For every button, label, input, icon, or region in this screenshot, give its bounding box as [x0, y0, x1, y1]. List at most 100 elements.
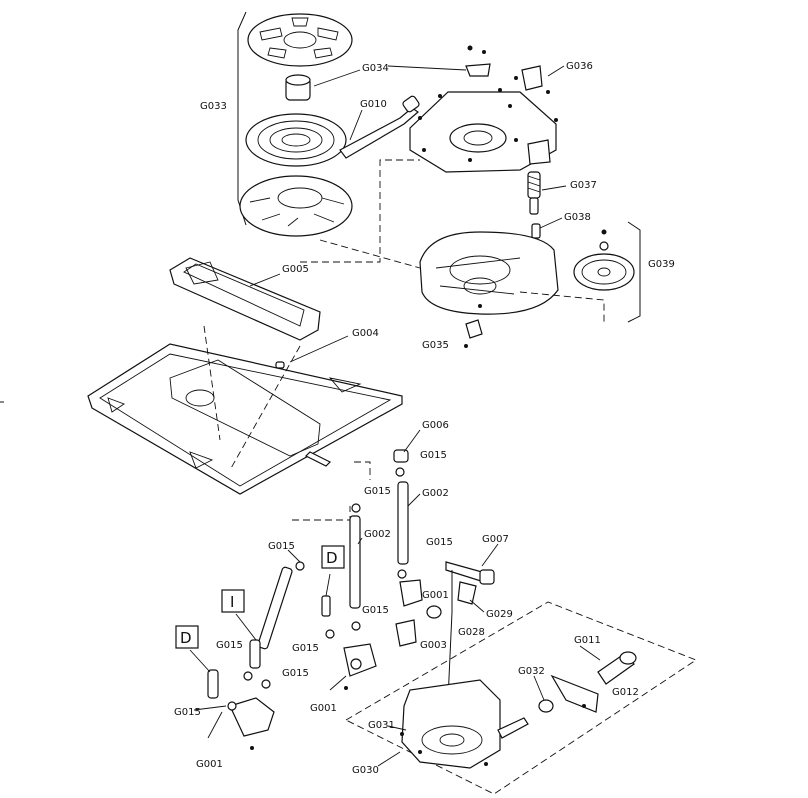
middle-tube	[349, 515, 361, 609]
pump-housing	[419, 231, 559, 315]
g038-leader	[539, 217, 563, 229]
g032-leader	[533, 675, 545, 701]
connector-3	[519, 291, 605, 322]
small-clip	[275, 361, 285, 369]
label-g004: G004	[352, 328, 379, 339]
cover-screws	[418, 45, 558, 162]
sump-housing	[400, 679, 529, 769]
label-g015-i: G015	[174, 707, 201, 718]
g002-leader-right	[407, 493, 421, 507]
label-g005: G005	[282, 264, 309, 275]
label-g035: G035	[422, 340, 449, 351]
label-g031: G031	[368, 720, 395, 731]
label-g033: G033	[200, 101, 227, 112]
label-g032: G032	[518, 666, 545, 677]
filter-panel	[169, 257, 321, 341]
g010-leader	[349, 109, 363, 141]
heating-element	[245, 95, 420, 167]
drain-hose	[597, 651, 637, 685]
long-hose	[447, 570, 453, 701]
g039-bracket	[627, 221, 641, 323]
d-box-mid	[321, 545, 345, 569]
mid-clamp-top	[351, 503, 361, 513]
filter-cup	[538, 699, 554, 713]
d-plug-left	[207, 669, 219, 699]
label-g002-mid: G002	[364, 529, 391, 540]
sump-dashed-box	[345, 601, 697, 795]
short-clamp	[243, 671, 253, 681]
d-box-mid-text: D	[326, 549, 338, 567]
g034-leader-left	[313, 69, 361, 87]
left-clamp-top	[295, 561, 305, 571]
label-g015-g: G015	[216, 640, 243, 651]
g006-leader	[403, 429, 421, 453]
label-g015-b: G015	[364, 486, 391, 497]
left-tube	[257, 566, 293, 650]
connector-4	[354, 461, 371, 480]
label-g003: G003	[420, 640, 447, 651]
label-g001-mid: G001	[310, 703, 337, 714]
g004-leader	[289, 335, 349, 363]
label-g030: G030	[352, 765, 379, 776]
g001-leader-mid	[329, 675, 347, 691]
tub	[87, 343, 403, 495]
g034-leader-right	[387, 65, 467, 71]
label-g015-c: G015	[268, 541, 295, 552]
i-leader	[235, 613, 257, 641]
label-g011: G011	[574, 635, 601, 646]
i-box	[221, 589, 245, 613]
i-box-text: I	[230, 593, 234, 611]
pump-cover	[409, 63, 557, 173]
label-g037: G037	[570, 180, 597, 191]
g031-leader	[387, 725, 407, 731]
label-g028: G028	[458, 627, 485, 638]
right-tube	[397, 481, 409, 565]
mid-clamp-left	[325, 629, 335, 639]
label-g015-a: G015	[420, 450, 447, 461]
g015-leader-left	[287, 549, 301, 563]
label-g015-d: G015	[426, 537, 453, 548]
spring	[527, 171, 541, 215]
g011-leader	[579, 645, 601, 661]
g036-leader	[547, 65, 565, 77]
label-g015-e: G015	[362, 605, 389, 616]
spray-hub	[285, 74, 311, 101]
label-g015-f: G015	[292, 643, 319, 654]
label-g001-left: G001	[196, 759, 223, 770]
g001-leader-left	[207, 711, 223, 739]
g029-leader	[469, 599, 485, 613]
d-box-left	[175, 625, 199, 649]
d-box-left-text: D	[180, 629, 192, 647]
short-clamp-2	[261, 679, 271, 689]
short-tube	[249, 639, 261, 669]
label-g007: G007	[482, 534, 509, 545]
valve-right	[395, 579, 442, 647]
mount-bracket	[464, 319, 483, 348]
label-g010: G010	[360, 99, 387, 110]
d-left-leader	[189, 649, 211, 673]
base-disc	[239, 175, 353, 237]
bracket-arm	[550, 674, 599, 713]
g007-leader	[481, 543, 499, 567]
g002-leader-mid	[357, 537, 363, 545]
g015-leader-bl	[193, 705, 227, 711]
connector-1	[300, 159, 420, 263]
label-g006: G006	[422, 420, 449, 431]
tub-connectors	[203, 325, 301, 471]
valve-left	[227, 697, 275, 750]
label-g038: G038	[564, 212, 591, 223]
label-g002-right: G002	[422, 488, 449, 499]
d-leader	[325, 573, 331, 597]
gear	[573, 229, 635, 291]
connector-2	[319, 239, 421, 269]
d-cap	[321, 595, 331, 617]
inlet-pipe	[445, 561, 495, 605]
label-g001-right: G001	[422, 590, 449, 601]
upper-elbow	[393, 449, 409, 477]
right-clamp	[397, 569, 407, 579]
g005-leader	[249, 273, 281, 287]
pin	[531, 223, 541, 239]
label-g015-h: G015	[282, 668, 309, 679]
